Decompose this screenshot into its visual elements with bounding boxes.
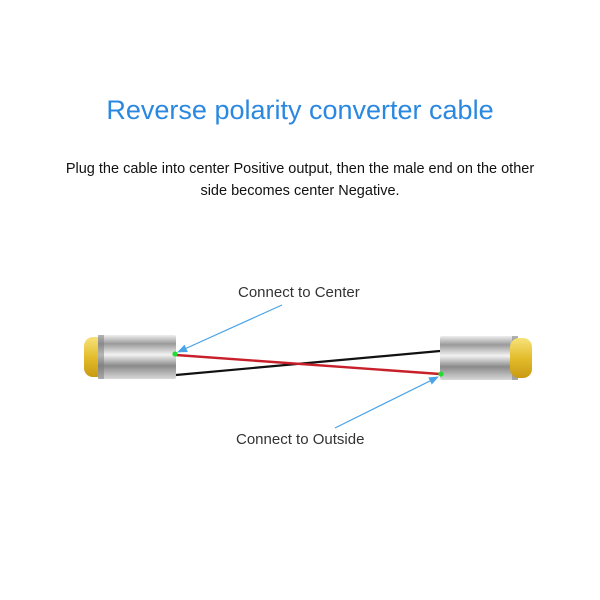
right-contact-dot <box>438 371 444 377</box>
left-contact-dot <box>172 351 178 357</box>
left-connector <box>84 335 178 379</box>
red-wire <box>175 353 441 376</box>
connect-to-outside-label: Connect to Outside <box>236 431 364 448</box>
connect-to-center-label: Connect to Center <box>238 284 360 301</box>
outside-arrow <box>334 376 439 429</box>
right-plug-body <box>440 336 518 380</box>
page-title: Reverse polarity converter cable <box>106 95 494 125</box>
description-text: Plug the cable into center Positive outp… <box>65 161 535 199</box>
left-plug-body <box>98 335 176 379</box>
center-arrow <box>177 304 283 353</box>
right-plug-tip <box>510 338 532 378</box>
black-wire-top <box>175 349 441 377</box>
right-connector <box>438 336 532 380</box>
